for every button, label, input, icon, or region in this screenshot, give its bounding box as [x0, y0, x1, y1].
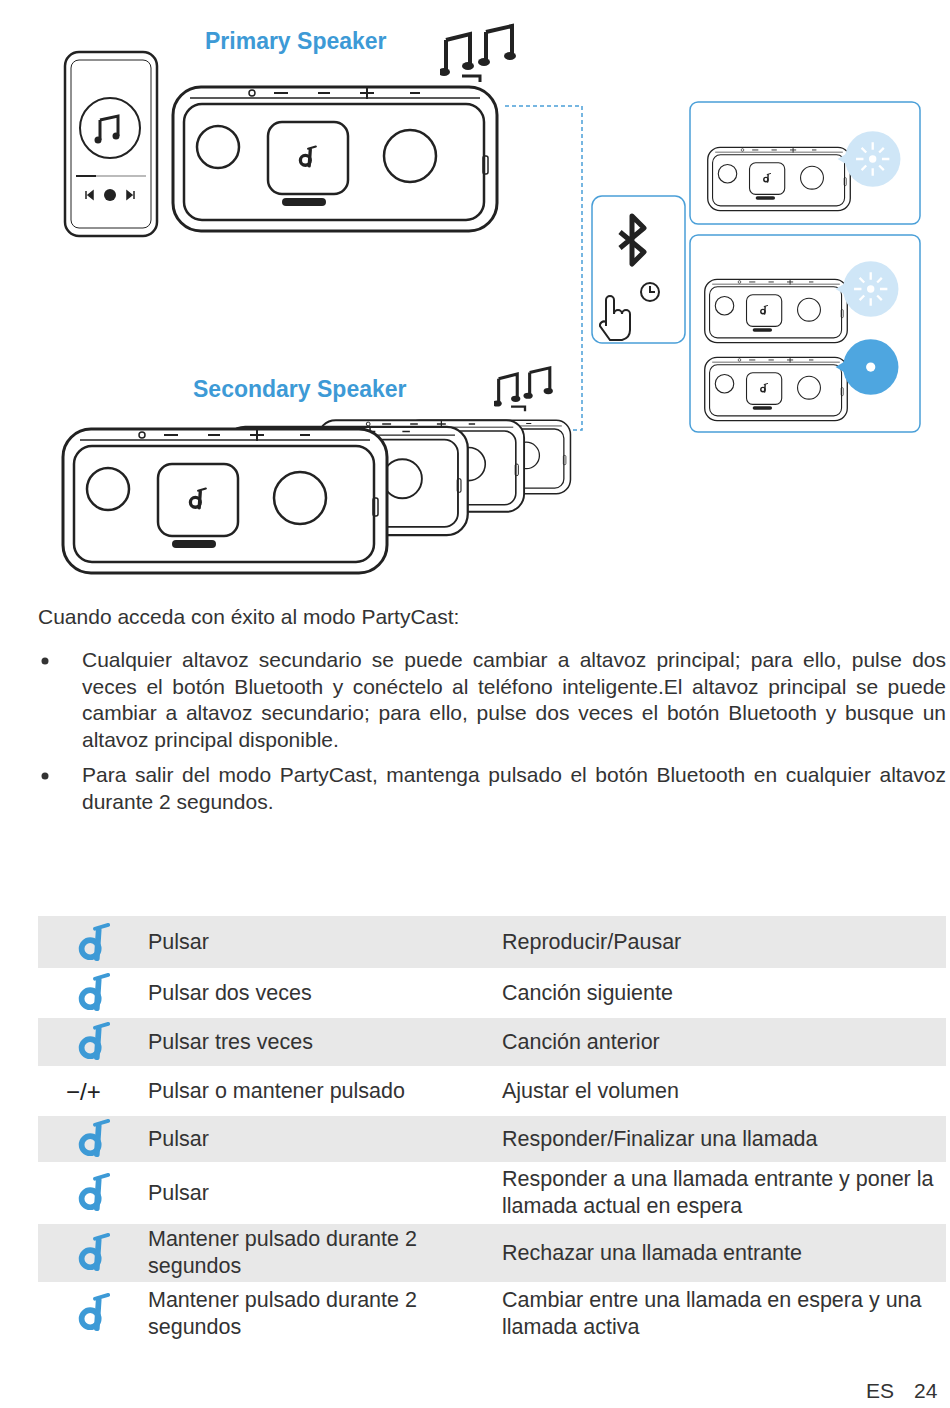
- table-cell: Responder a una llamada entrante y poner…: [502, 1162, 942, 1224]
- table-cell: −/+: [66, 1066, 126, 1116]
- speaker-heading: Primary Speaker: [205, 28, 387, 55]
- table-cell: Canción anterior: [502, 1018, 942, 1066]
- table-cell-function: Responder a una llamada entrante y poner…: [502, 1166, 942, 1220]
- table-cell-function: Ajustar el volumen: [502, 1078, 679, 1105]
- table-cell: Pulsar: [148, 916, 493, 968]
- table-cell-function: Rechazar una llamada entrante: [502, 1240, 802, 1267]
- bullet-text: Para salir del modo PartyCast, mantenga …: [82, 762, 946, 815]
- table-cell-function: Canción anterior: [502, 1029, 660, 1056]
- pairing-link: [505, 106, 582, 430]
- speaker-group: Secondary Speaker: [58, 372, 570, 582]
- table-cell-action: Mantener pulsado durante 2 segundos: [148, 1226, 493, 1280]
- table-cell: Canción siguiente: [502, 968, 942, 1018]
- table-cell-function: Canción siguiente: [502, 980, 673, 1007]
- volume-symbol: −/+: [66, 1078, 101, 1105]
- table-cell-action: Mantener pulsado durante 2 segundos: [148, 1287, 493, 1341]
- table-cell-function: Responder/Finalizar una llamada: [502, 1126, 818, 1153]
- table-cell-action: Pulsar: [148, 929, 209, 956]
- table-cell: Pulsar dos veces: [148, 968, 493, 1018]
- table-cell: Mantener pulsado durante 2 segundos: [148, 1282, 493, 1345]
- table-cell-action: Pulsar dos veces: [148, 980, 312, 1007]
- table-cell: Mantener pulsado durante 2 segundos: [148, 1224, 493, 1282]
- speaker-heading: Secondary Speaker: [193, 376, 407, 403]
- page-number: 24: [914, 1378, 948, 1405]
- table-cell: Rechazar una llamada entrante: [502, 1224, 942, 1282]
- table-cell: Cambiar entre una llamada en espera y un…: [502, 1282, 942, 1345]
- table-cell-action: Pulsar: [148, 1126, 209, 1153]
- intro-text: Cuando acceda con éxito al modo PartyCas…: [38, 604, 918, 631]
- table-cell-function: Reproducir/Pausar: [502, 929, 681, 956]
- table-cell: Pulsar: [148, 1162, 493, 1224]
- table-cell-function: Cambiar entre una llamada en espera y un…: [502, 1287, 942, 1341]
- table-cell-action: Pulsar: [148, 1180, 209, 1207]
- table-cell: Pulsar tres veces: [148, 1018, 493, 1066]
- bullet-text: Cualquier altavoz secundario se puede ca…: [82, 647, 946, 753]
- table-cell: Ajustar el volumen: [502, 1066, 942, 1116]
- table-cell-action: Pulsar tres veces: [148, 1029, 313, 1056]
- table-cell-action: Pulsar o mantener pulsado: [148, 1078, 405, 1105]
- speaker-group: Primary Speaker: [170, 24, 505, 238]
- table-cell: Pulsar: [148, 1116, 493, 1162]
- table-cell: Responder/Finalizar una llamada: [502, 1116, 942, 1162]
- language-code: ES: [866, 1378, 902, 1405]
- table-cell: Reproducir/Pausar: [502, 916, 942, 968]
- table-cell: Pulsar o mantener pulsado: [148, 1066, 493, 1116]
